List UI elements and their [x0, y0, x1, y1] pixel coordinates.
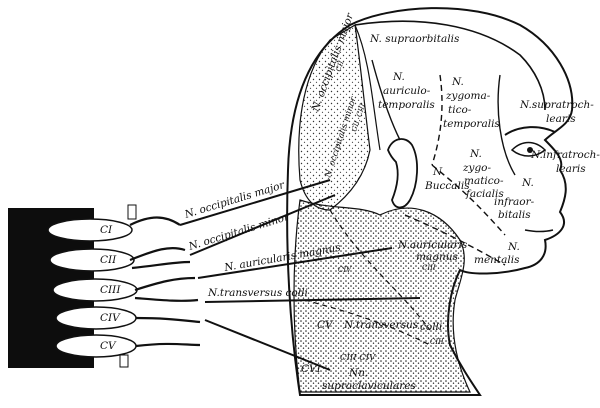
label-infraorbitalis: N.	[521, 177, 534, 189]
label-zygomaticotemporalis: tico-	[448, 104, 472, 116]
label-buccalis: N.	[432, 166, 445, 178]
vertebra-label: CV	[100, 340, 117, 352]
label-mentalis: mentalis	[474, 254, 520, 266]
vertebra-2	[49, 248, 135, 272]
label-supratrochlearis: learis	[546, 113, 576, 125]
label-transversus-colli: N.transversus colli	[207, 287, 308, 299]
eyebrow	[504, 126, 556, 136]
label-transversus-colli-neck: colli	[420, 321, 442, 333]
label-infraorbitalis: bitalis	[498, 209, 531, 221]
vertebra-label: CIII	[100, 284, 121, 296]
label-cIV-neck: CIV	[338, 266, 352, 274]
label-supraorbitalis: N. supraorbitalis	[369, 33, 460, 45]
face-divider-2	[431, 74, 443, 166]
label-cIII-cIV-bottom: CIII CIV	[340, 353, 376, 363]
label-supratrochlearis: N.supratroch-	[519, 99, 594, 111]
label-cVI-neck: CVI	[301, 363, 322, 375]
mouth	[524, 229, 554, 233]
label-transversus-colli-neck: N.transversus	[343, 319, 419, 331]
label-auriculotemporalis: auriculo-	[383, 85, 431, 97]
vertebra-1	[47, 218, 133, 242]
label-cIII-neck: CIII	[422, 264, 436, 272]
label-zygomaticofacialis: N.	[469, 148, 482, 160]
label-zygomaticofacialis: matico-	[464, 175, 504, 187]
pupil	[527, 147, 533, 153]
vertebra-5	[55, 334, 137, 358]
label-infratrochlearis: N.infratroch-	[530, 149, 600, 161]
label-auriculotemporalis: temporalis	[378, 99, 435, 111]
face-divider-3	[497, 74, 516, 176]
label-cIII-lower: CIII	[430, 338, 444, 346]
face-divider-6	[354, 24, 381, 151]
label-buccalis: Buccalis	[424, 180, 470, 192]
vertebra-label: CI	[100, 224, 113, 236]
label-zygomaticotemporalis: temporalis	[443, 118, 500, 130]
label-occipitalis-minor: N. occipitalis minor	[186, 211, 291, 253]
label-mentalis: N.	[507, 241, 520, 253]
label-auriculotemporalis: N.	[392, 71, 405, 83]
label-cV-neck: CV	[317, 319, 334, 331]
label-zygomaticofacialis: facialis	[465, 188, 504, 200]
label-infraorbitalis: infraor-	[494, 196, 535, 208]
label-auricularis-magnus-neck: N.auricularis	[397, 239, 468, 251]
vertebra-4	[55, 306, 137, 330]
neck-dashed-2	[304, 299, 431, 346]
ear	[387, 138, 418, 209]
face-divider-5	[404, 214, 506, 266]
label-zygomaticotemporalis: zygoma-	[445, 90, 491, 102]
supraorbital-arc	[354, 20, 546, 111]
label-supraclaviculares: Nn.	[348, 367, 368, 379]
label-cII-head: CII	[334, 59, 345, 72]
vertebra-3	[52, 278, 138, 302]
label-infratrochlearis: learis	[556, 163, 586, 175]
face-divider-1	[371, 59, 401, 141]
label-zygomaticofacialis: zygo-	[462, 162, 492, 174]
vertebra-label: CIV	[100, 312, 121, 324]
neck-dashed-1	[329, 209, 431, 331]
face-divider-4	[431, 164, 506, 236]
leader-lines	[179, 179, 421, 371]
nerve-roots	[129, 216, 201, 348]
nerve-root-marker	[119, 354, 129, 368]
label-zygomaticotemporalis: N.	[451, 76, 464, 88]
vertebra-labels: CI CII CIII CIV CV	[100, 224, 121, 352]
neck-region	[293, 199, 471, 393]
label-supraclaviculares: supraclaviculares	[322, 380, 416, 392]
nerve-root-marker	[127, 204, 137, 220]
vertebra-label: CII	[100, 254, 117, 266]
label-auricularis-magnus-neck: magnus	[416, 251, 458, 263]
